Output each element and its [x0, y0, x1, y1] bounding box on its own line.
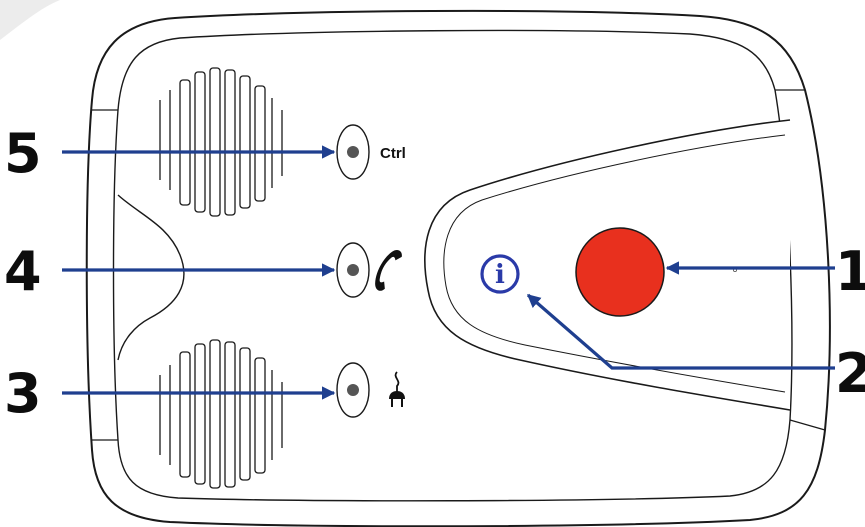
device-inner-housing [112, 29, 793, 502]
ctrl-led [347, 146, 359, 158]
phone-indicator [336, 242, 370, 298]
speaker-grill-bottom [159, 339, 283, 489]
ctrl-button[interactable] [336, 124, 370, 180]
power-led [347, 384, 359, 396]
left-edge-detail [92, 89, 826, 441]
callout-4: 4 [4, 240, 41, 303]
emergency-button[interactable] [575, 227, 665, 317]
power-plug-icon [389, 371, 405, 407]
corner-shadow [0, 0, 60, 40]
phone-led [347, 264, 359, 276]
phone-handset-icon [375, 250, 402, 291]
info-circle-icon: i [480, 254, 520, 294]
side-notch [117, 194, 185, 361]
callout-5: 5 [4, 122, 41, 185]
callout-1: 1 [835, 240, 865, 303]
power-indicator [336, 362, 370, 418]
callout-arrows [62, 145, 835, 400]
info-symbol: i [495, 260, 505, 290]
emergency-panel-inner-line [443, 134, 786, 393]
callout-3: 3 [4, 362, 41, 425]
callout-2: 2 [835, 342, 865, 405]
speaker-grill-top [159, 67, 283, 217]
arrow-2 [526, 293, 835, 370]
ctrl-label: Ctrl [380, 145, 406, 162]
